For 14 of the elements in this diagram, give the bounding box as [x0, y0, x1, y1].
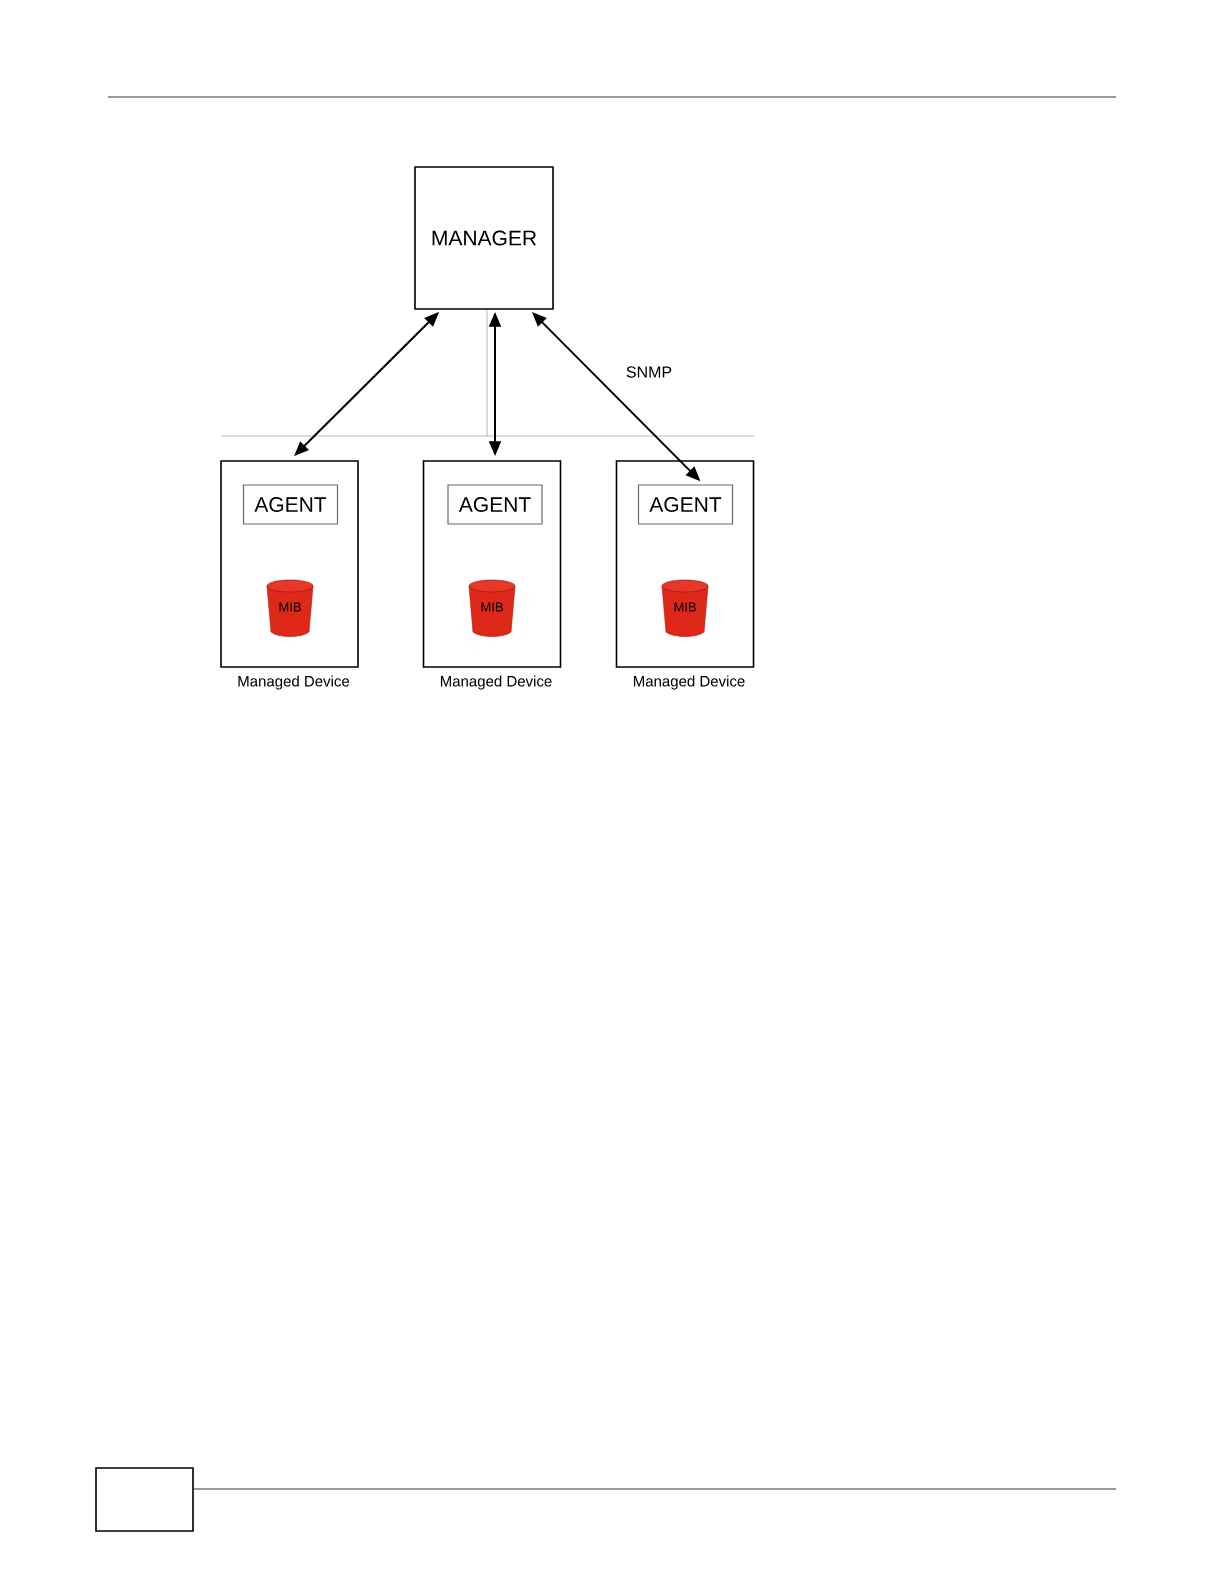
device-box: [615, 460, 755, 668]
device-box: [422, 460, 562, 668]
database-bucket: MIB: [661, 579, 709, 637]
database-bucket: MIB: [266, 579, 314, 637]
device-caption: Managed Device: [440, 675, 552, 690]
agent-box: AGENT: [447, 484, 543, 525]
device-caption: Managed Device: [238, 675, 350, 690]
agent-box: AGENT: [637, 484, 734, 525]
protocol-label: SNMP: [626, 366, 672, 378]
agent-box: AGENT: [242, 484, 339, 525]
manager-box: MANAGER: [414, 166, 554, 310]
device-box: [220, 460, 359, 668]
device-caption: Managed Device: [633, 675, 745, 690]
database-bucket: MIB: [468, 579, 516, 637]
